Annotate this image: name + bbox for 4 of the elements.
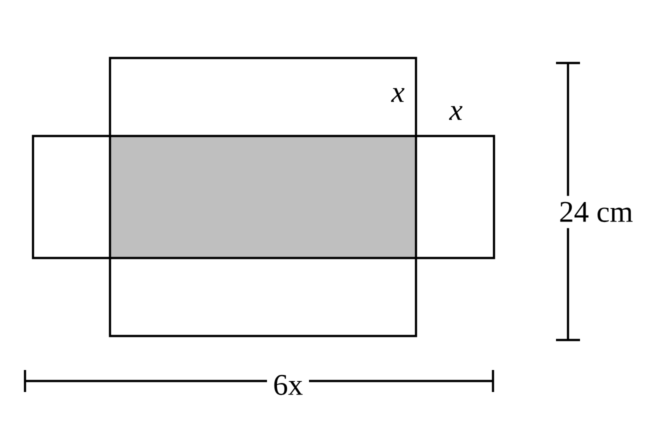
dimension-label: x [448, 106, 462, 120]
dimension-label: x [390, 88, 404, 102]
dimension-label: 6x [267, 368, 309, 402]
dimension-label: 24 cm [552, 196, 640, 228]
